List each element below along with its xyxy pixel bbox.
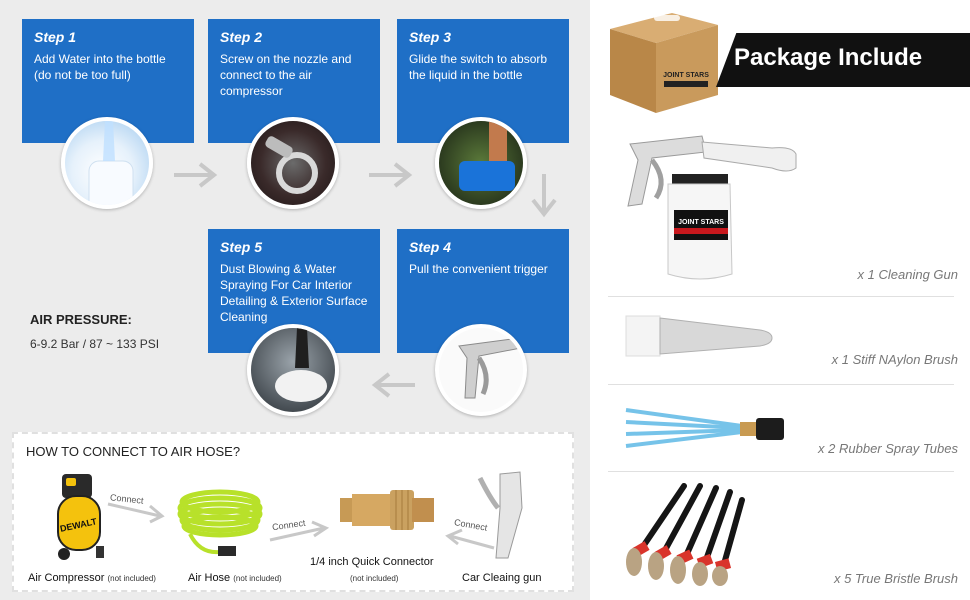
step-1-image <box>61 117 153 209</box>
step-5-text: Dust Blowing & Water Spraying For Car In… <box>220 262 368 324</box>
connect-air-hose-box: HOW TO CONNECT TO AIR HOSE? DEWALT Air C… <box>12 432 574 592</box>
connect-arrow-icon <box>269 520 330 542</box>
package-divider <box>608 471 954 472</box>
cleaning-gun-product-image: JOINT STARS <box>627 135 797 280</box>
quick-connector-note: (not included) <box>350 574 399 583</box>
air-pressure-title: AIR PRESSURE: <box>30 312 132 327</box>
bristle-brushes-image <box>626 483 745 586</box>
step-2-image <box>247 117 339 209</box>
air-pressure-value: 6-9.2 Bar / 87 ~ 133 PSI <box>30 337 160 351</box>
connect-arrow-icon <box>445 528 495 550</box>
air-hose-label: Air Hose (not included) <box>188 572 282 584</box>
step-3-title: Step 3 <box>409 29 452 45</box>
step-4-image <box>435 324 527 416</box>
brush-cleaning-icon <box>275 328 327 402</box>
nozzle-connector-icon <box>265 136 318 194</box>
step-2-text: Screw on the nozzle and connect to the a… <box>220 52 352 98</box>
switch-valve-icon <box>459 121 515 191</box>
step-1-title: Step 1 <box>34 29 77 45</box>
package-divider <box>608 296 954 297</box>
nylon-brush-image <box>625 315 773 357</box>
package-header-bar <box>716 33 970 87</box>
arrow-down-icon <box>531 174 557 218</box>
step-2-title: Step 2 <box>220 29 263 45</box>
step-4-title: Step 4 <box>409 239 452 255</box>
spray-tubes-image <box>625 408 784 448</box>
arrow-right-icon <box>369 162 413 188</box>
package-title: Package Include <box>734 44 923 71</box>
air-hose-icon <box>177 489 263 556</box>
air-compressor-icon: DEWALT <box>57 474 104 560</box>
step-3-text: Glide the switch to absorb the liquid in… <box>409 52 548 82</box>
quick-connector-icon <box>340 490 434 530</box>
package-item-4: x 5 True Bristle Brush <box>833 571 958 586</box>
trigger-gun-icon <box>458 337 522 399</box>
product-box-icon: JOINT STARS <box>610 13 718 113</box>
package-item-1: x 1 Cleaning Gun <box>857 267 958 282</box>
connect-arrow-icon <box>107 502 165 524</box>
step-5-image <box>247 324 339 416</box>
quick-connector-label: 1/4 inch Quick Connector <box>310 556 434 568</box>
arrow-left-icon <box>371 372 415 398</box>
step-3-image <box>435 117 527 209</box>
instructions-panel: Step 1 Add Water into the bottle (do not… <box>0 0 590 600</box>
air-compressor-label: Air Compressor (not included) <box>28 572 156 584</box>
connect-title: HOW TO CONNECT TO AIR HOSE? <box>26 444 241 459</box>
cleaning-gun-label: Car Cleaing gun <box>462 572 542 584</box>
bottle-pour-icon <box>88 121 134 205</box>
step-5-title: Step 5 <box>220 239 263 255</box>
cleaning-gun-icon <box>477 471 523 559</box>
package-item-2: x 1 Stiff NAylon Brush <box>831 352 958 367</box>
gun-brand: JOINT STARS <box>678 219 724 226</box>
step-4-text: Pull the convenient trigger <box>409 262 548 276</box>
air-pressure-block: AIR PRESSURE: 6-9.2 Bar / 87 ~ 133 PSI <box>30 312 159 351</box>
step-1-text: Add Water into the bottle (do not be too… <box>34 52 166 82</box>
package-divider <box>608 384 954 385</box>
box-brand: JOINT STARS <box>663 72 709 79</box>
package-item-3: x 2 Rubber Spray Tubes <box>818 441 958 456</box>
arrow-right-icon <box>174 162 218 188</box>
